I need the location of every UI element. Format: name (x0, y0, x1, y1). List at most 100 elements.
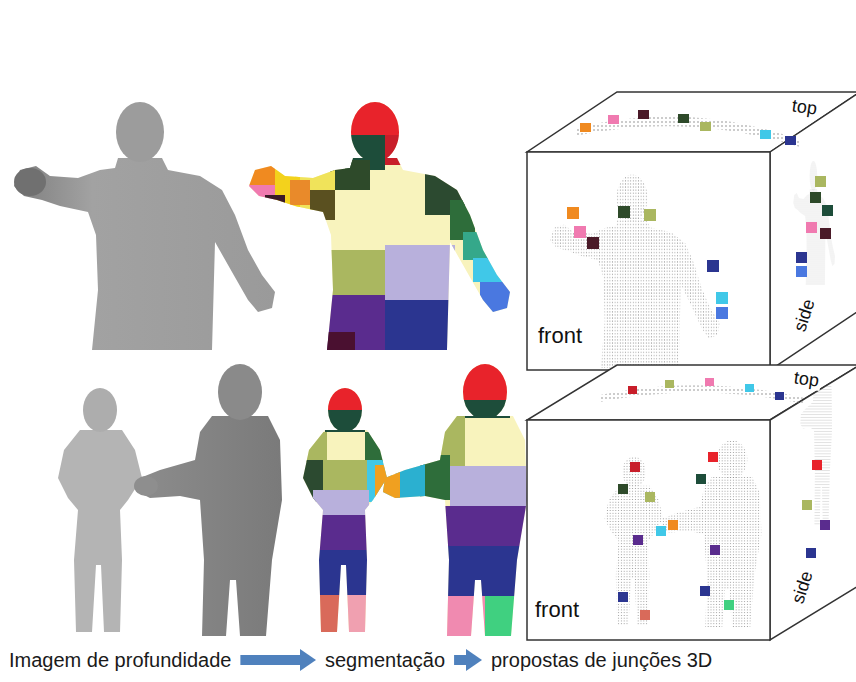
joint-marker (628, 386, 637, 394)
step-label: Imagem de profundidade (6, 646, 234, 674)
joint-marker (580, 123, 591, 132)
joint-marker (640, 610, 650, 620)
joint-marker (567, 207, 579, 219)
step-text: Imagem de profundidade (9, 648, 231, 672)
step-label: propostas de junções 3D (488, 646, 715, 674)
segment (443, 506, 531, 546)
joint-marker (668, 520, 678, 530)
segment (313, 515, 371, 550)
joint-marker (822, 205, 833, 216)
joint-marker (644, 209, 656, 221)
joint-marker (638, 110, 649, 119)
joint-marker (815, 176, 826, 187)
flow-arrow (454, 655, 466, 665)
segment (265, 195, 285, 210)
depth-body (138, 416, 282, 636)
depth-figure (14, 102, 275, 350)
view-box (527, 92, 856, 370)
segment (243, 160, 275, 185)
depth-body (58, 430, 142, 632)
joint-marker (716, 292, 728, 304)
joint-marker (710, 545, 720, 555)
segment (480, 282, 515, 322)
step-text: segmentação (325, 648, 445, 672)
joint-markers (567, 110, 833, 319)
box-face (770, 92, 856, 370)
joint-marker (696, 474, 706, 484)
joint-markers (618, 378, 830, 620)
segmented-figure (235, 90, 525, 360)
view-label: top (789, 96, 820, 119)
view-label: side (790, 295, 819, 336)
segment (235, 90, 525, 360)
depth-hand (14, 168, 46, 196)
joint-marker (775, 392, 784, 400)
view-label: front (533, 598, 581, 621)
box-face (527, 152, 770, 370)
segment (443, 596, 485, 641)
joint-marker (678, 114, 689, 123)
segment (313, 550, 371, 595)
point-cloud (818, 335, 828, 374)
joint-marker (608, 115, 619, 124)
point-cloud (800, 371, 832, 525)
segment (385, 245, 455, 300)
joint-marker (700, 122, 711, 131)
box-face (770, 365, 856, 640)
joint-marker (705, 378, 714, 386)
joint-marker (724, 600, 734, 610)
depth-head (218, 364, 262, 420)
joint-marker (760, 130, 771, 139)
segment (443, 546, 531, 596)
segment (330, 160, 370, 190)
joint-marker (656, 526, 666, 536)
depth-hand (134, 476, 158, 496)
point-cloud (793, 161, 835, 285)
step-text: propostas de junções 3D (491, 648, 712, 672)
segment (295, 360, 535, 640)
segment (345, 95, 405, 135)
step-label: segmentação (322, 646, 448, 674)
segment (485, 596, 531, 641)
depth-figures (58, 364, 282, 636)
joint-marker (708, 452, 718, 462)
joint-marker (618, 484, 628, 494)
segment (313, 490, 369, 515)
segment (450, 466, 530, 506)
depth-body (14, 158, 275, 350)
view-box (527, 335, 856, 640)
segment (323, 332, 355, 357)
joint-marker (707, 260, 719, 272)
point-cloud (793, 189, 835, 285)
joint-marker (618, 206, 630, 218)
segment (313, 595, 345, 635)
joint-marker (665, 380, 674, 388)
joint-marker (820, 228, 831, 239)
joint-marker (745, 384, 754, 392)
point-cloud (605, 440, 762, 628)
view-label: front (536, 324, 584, 347)
joint-marker (716, 307, 728, 319)
segment (365, 432, 390, 462)
segment (325, 385, 365, 410)
joint-marker (574, 226, 586, 238)
joint-marker (820, 520, 830, 530)
point-cloud (616, 175, 647, 222)
joint-marker (630, 462, 640, 472)
segment (325, 410, 365, 432)
joint-marker (802, 500, 812, 510)
point-cloud (661, 476, 762, 628)
joint-marker (810, 192, 821, 203)
joint-marker (587, 237, 599, 249)
flow-arrow (240, 655, 300, 665)
joint-marker (796, 266, 807, 277)
joint-marker (633, 535, 643, 545)
joint-marker (645, 492, 655, 502)
segment (463, 232, 488, 260)
point-cloud (717, 440, 748, 479)
segmented-figures (295, 360, 535, 641)
point-cloud (600, 385, 805, 404)
segment (303, 432, 327, 462)
